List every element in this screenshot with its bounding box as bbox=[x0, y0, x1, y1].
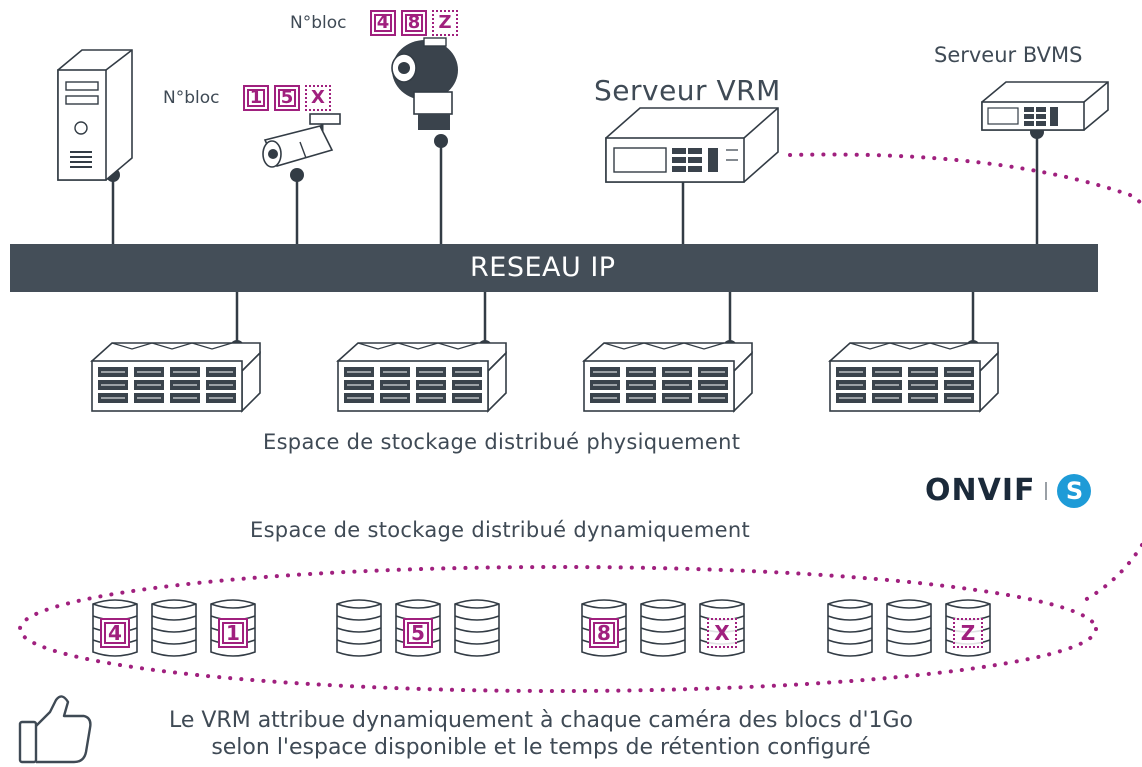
block-badge: X bbox=[707, 618, 737, 648]
top-connectors bbox=[111, 132, 1039, 244]
footer-line-1: Le VRM attribue dynamiquement à chaque c… bbox=[168, 708, 913, 733]
onvif-logo: ONVIF S bbox=[925, 473, 1092, 508]
ptz-camera-icon bbox=[391, 37, 458, 130]
block-badge: Z bbox=[953, 618, 983, 648]
network-label: RESEAU IP bbox=[470, 252, 616, 283]
block-badge: 1 bbox=[243, 85, 269, 111]
onvif-text: ONVIF bbox=[925, 473, 1036, 508]
disk-stack-icon bbox=[640, 599, 686, 657]
disk-stack-icon bbox=[454, 599, 500, 657]
block-badge: 8 bbox=[589, 618, 619, 648]
bullet-camera-icon bbox=[262, 113, 341, 168]
disk-stack-icon bbox=[886, 599, 932, 657]
disk-stack-icon bbox=[151, 599, 197, 657]
block-badge: 5 bbox=[403, 618, 433, 648]
block-badge: 5 bbox=[274, 85, 300, 111]
vrm-server-icon bbox=[605, 107, 779, 183]
bottom-connectors bbox=[235, 292, 975, 347]
onvif-divider bbox=[1045, 481, 1048, 500]
workstation-icon bbox=[57, 49, 133, 181]
onvif-profile-badge: S bbox=[1057, 473, 1092, 508]
block-badge: X bbox=[305, 85, 331, 111]
connector-dot bbox=[434, 134, 448, 148]
cam1-bloc-label: N°bloc bbox=[163, 88, 220, 108]
block-badge: 4 bbox=[370, 10, 396, 36]
thumbs-up-icon bbox=[18, 695, 92, 764]
footer-line-2: selon l'espace disponible et le temps de… bbox=[211, 735, 871, 760]
disk-stack-icon bbox=[827, 599, 873, 657]
block-badge: 1 bbox=[218, 618, 248, 648]
bvms-server-label: Serveur BVMS bbox=[934, 43, 1083, 67]
dynamic-storage-ellipse bbox=[18, 565, 1098, 693]
vrm-server-label: Serveur VRM bbox=[594, 74, 781, 107]
connector-dot bbox=[290, 168, 304, 182]
block-badge: 8 bbox=[401, 10, 427, 36]
cam2-bloc-label: N°bloc bbox=[290, 13, 347, 33]
disk-stack-icon bbox=[336, 599, 382, 657]
physical-storage-label: Espace de stockage distribué physiquemen… bbox=[263, 430, 741, 454]
dynamic-storage-label: Espace de stockage distribué dynamiqueme… bbox=[250, 518, 750, 542]
network-bar bbox=[10, 244, 1098, 292]
block-badge: 4 bbox=[100, 618, 130, 648]
bvms-server-icon bbox=[981, 81, 1109, 131]
block-badge: Z bbox=[432, 10, 458, 36]
